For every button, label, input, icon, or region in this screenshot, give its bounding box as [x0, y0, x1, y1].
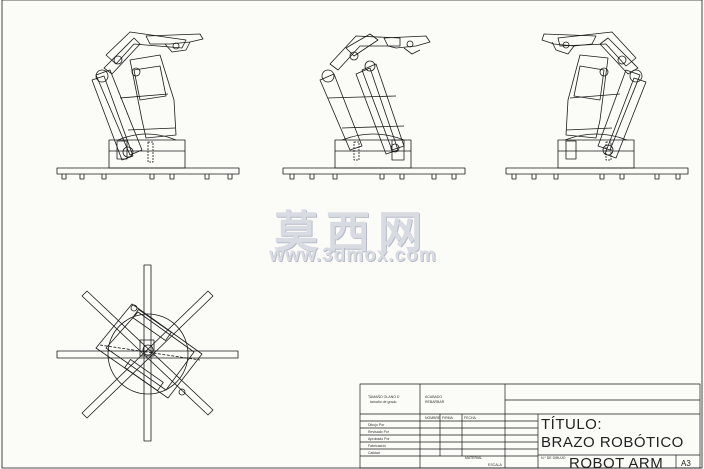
tb-title-spanish: BRAZO ROBÓTICO — [541, 434, 684, 451]
tb-row-1: Revisado Por — [368, 430, 390, 434]
tb-drawing-no-label: N.º DE DIBUJO — [541, 456, 566, 460]
tb-sheet-size: A3 — [681, 459, 691, 468]
tb-material-label: MATERIAL — [465, 456, 483, 460]
robot-arm-middle-view — [282, 33, 466, 180]
robot-arm-left-view — [56, 31, 240, 180]
tb-col-name: NOMBRE — [425, 416, 441, 420]
tb-row-2: Aprobado Por — [368, 437, 390, 441]
tb-col-date: FECHA — [464, 416, 476, 420]
tb-col-sign: FIRMA — [442, 416, 453, 420]
tb-header-mid-2: REBARBAR — [425, 400, 445, 404]
watermark-url: www.3dmox.com — [269, 245, 437, 266]
tb-title-english: ROBOT ARM — [569, 455, 664, 469]
tb-title-label: TÍTULO: — [541, 416, 603, 433]
tb-header-left: TAMAÑO OLANO D — [368, 395, 400, 399]
tb-header-mid: ACABADO — [425, 395, 443, 399]
robot-arm-right-view — [505, 31, 689, 180]
title-block — [359, 383, 701, 469]
watermark-chinese: 莫西网 — [274, 207, 430, 258]
robot-arm-top-view — [56, 264, 239, 442]
tb-row-4: Calidad — [368, 451, 380, 455]
tb-scale-label: ESCALA — [488, 463, 502, 467]
tb-row-0: Dibujo Por — [368, 423, 385, 427]
tb-header-left-2: tamaño de grado — [370, 400, 397, 404]
tb-row-3: Fabricación — [368, 444, 387, 448]
